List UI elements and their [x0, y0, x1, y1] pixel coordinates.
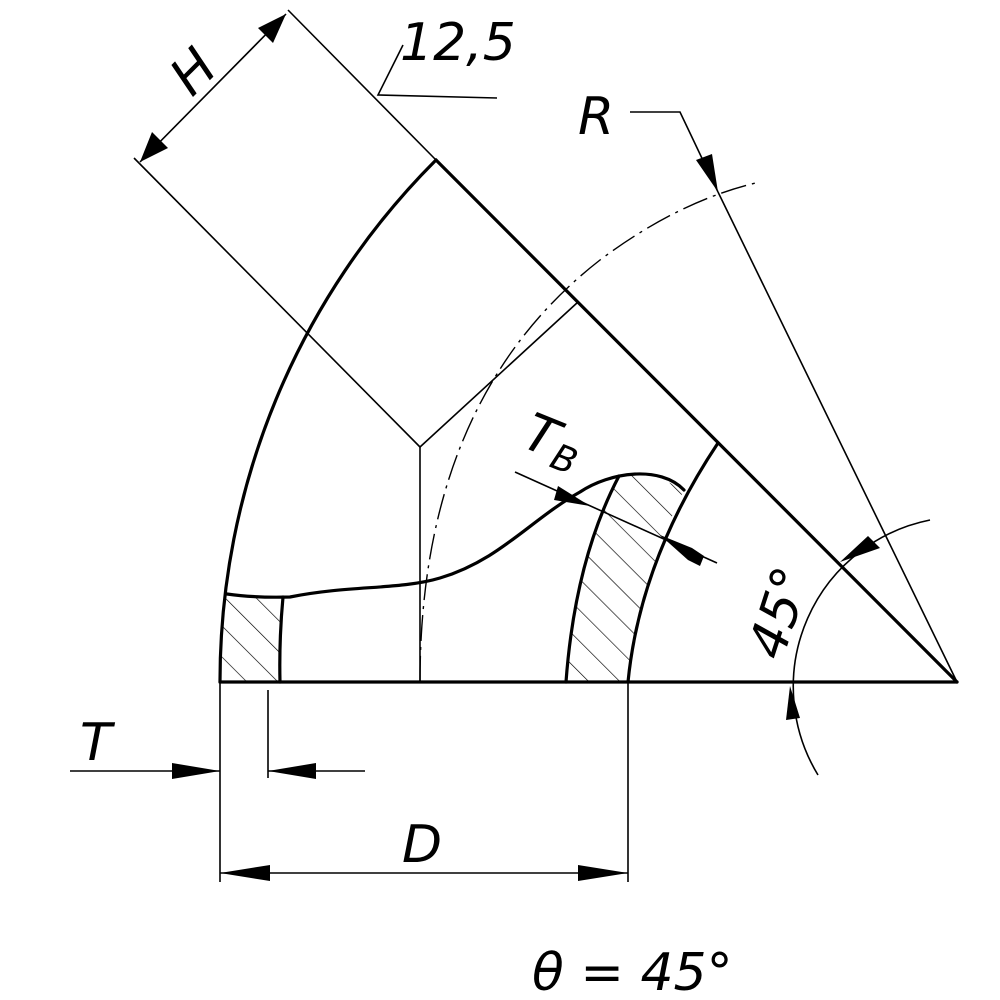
break-line — [225, 472, 686, 599]
h-extension-line — [133, 157, 421, 448]
t-arrow-icon — [172, 763, 220, 779]
angle-arrow-icon — [786, 686, 800, 720]
angle-arc — [792, 519, 931, 776]
radius-arrow-icon — [696, 154, 718, 192]
angle-label: 45° — [737, 560, 823, 666]
right-inner-wall — [564, 474, 621, 684]
left-inner-wall — [278, 595, 285, 684]
inner-thickness-arrow-icon — [660, 535, 704, 566]
h-arrow-icon — [140, 132, 168, 162]
left-section-hatch — [221, 594, 283, 682]
angle-formula: θ = 45° — [532, 943, 733, 1000]
diameter-label: D — [402, 815, 442, 875]
end-face-line — [434, 158, 959, 684]
thickness-label: T — [80, 713, 116, 773]
height-label: H — [159, 37, 229, 107]
radius-label: R — [578, 87, 614, 147]
d-arrow-icon — [578, 865, 628, 881]
h-dimension-line — [139, 13, 287, 163]
roughness-leader — [376, 44, 498, 99]
face-extension-line — [287, 9, 437, 161]
inner-arc — [626, 441, 720, 684]
radius-leader — [630, 111, 719, 193]
roughness-label: 12,5 — [400, 13, 516, 73]
d-arrow-icon — [220, 865, 270, 881]
end-face-axis — [419, 301, 579, 448]
centerline-arc — [419, 181, 761, 683]
radius-line — [717, 191, 958, 683]
outer-arc — [218, 158, 438, 684]
inner-thickness-arrow-icon — [554, 486, 590, 506]
h-arrow-icon — [258, 14, 286, 43]
right-section-hatch — [566, 473, 684, 682]
t-arrow-icon — [268, 763, 316, 779]
angle-arrow-icon — [840, 536, 880, 562]
